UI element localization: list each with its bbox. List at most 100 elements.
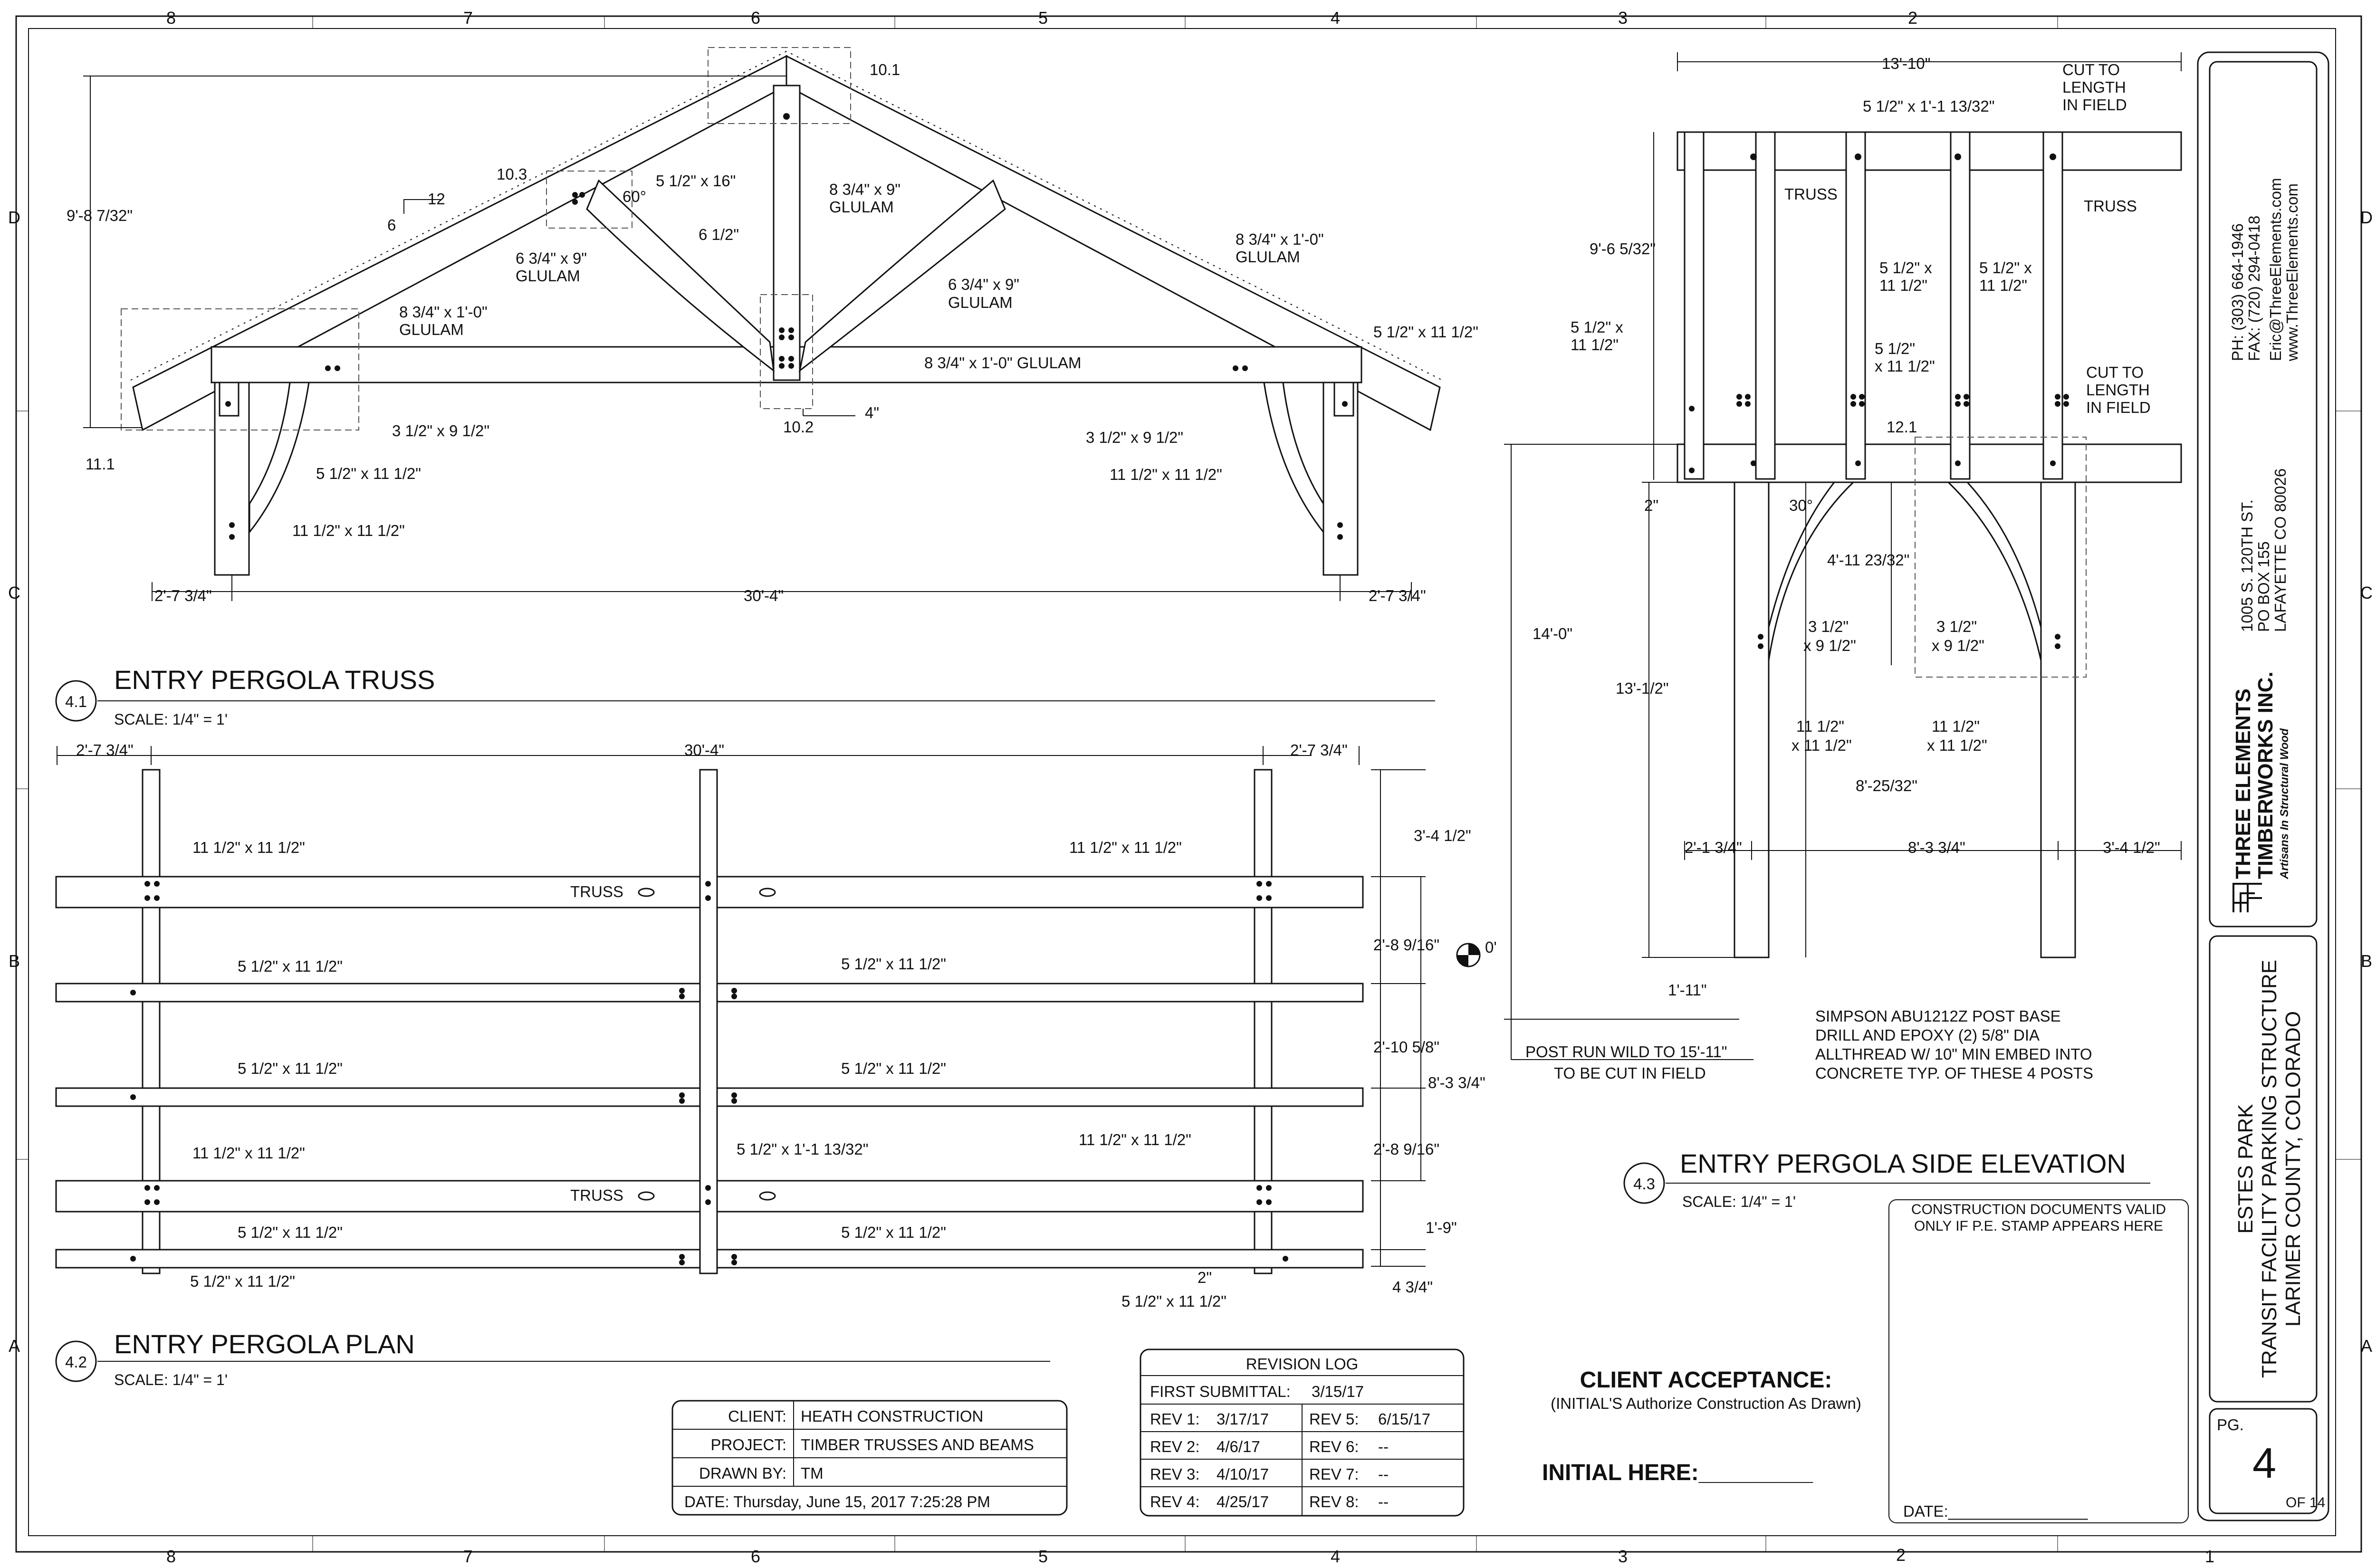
brace-left-b: 5 1/2" x 11 1/2" bbox=[316, 465, 421, 482]
tb-project-value: TIMBER TRUSSES AND BEAMS bbox=[801, 1436, 1034, 1453]
post-right-size: 5 1/2" x 11 1/2" bbox=[1373, 323, 1478, 341]
grid-right-c: C bbox=[2360, 583, 2373, 602]
side-member-3b: x 11 1/2" bbox=[1875, 357, 1935, 375]
web-left-glulam: GLULAM bbox=[516, 267, 580, 285]
plan-labels: 2'-7 3/4" 30'-4" 2'-7 3/4" 11 1/2" x 11 … bbox=[76, 741, 1485, 1310]
brace-right-a: 3 1/2" x 9 1/2" bbox=[1086, 429, 1183, 446]
side-post-size-b: 11 1/2" bbox=[1571, 336, 1619, 354]
company-phone: PH: (303) 664-1946 bbox=[2229, 223, 2246, 361]
rev5-value: 6/15/17 bbox=[1378, 1410, 1430, 1428]
plan-post-br: 11 1/2" x 11 1/2" bbox=[1079, 1131, 1191, 1148]
cut-top-1: CUT TO bbox=[2062, 61, 2120, 78]
pitch-run: 12 bbox=[428, 190, 445, 208]
company-web: www.ThreeElements.com bbox=[2283, 183, 2301, 362]
project-line-3: LARIMER COUNTY, COLORADO bbox=[2281, 1011, 2305, 1327]
side-post-3 bbox=[1845, 131, 1866, 480]
side-2in: 2" bbox=[1644, 497, 1658, 514]
title-block: CLIENT: HEATH CONSTRUCTION PROJECT: TIMB… bbox=[671, 1400, 1068, 1516]
plan-ridge-label: 5 1/2" x 1'-1 13/32" bbox=[737, 1140, 868, 1158]
rev5-label: REV 5: bbox=[1309, 1410, 1359, 1428]
grid-bottom-6: 6 bbox=[751, 1547, 760, 1566]
plan-beam-label-7: 5 1/2" x 11 1/2" bbox=[190, 1272, 295, 1290]
plan-dim-r3: 2'-10 5/8" bbox=[1373, 1038, 1439, 1056]
side-top-beam bbox=[1677, 131, 2182, 171]
tb-drawnby-value: TM bbox=[801, 1464, 824, 1482]
truss-post-right-cap bbox=[1333, 382, 1354, 417]
truss-web-right bbox=[798, 179, 1006, 373]
simpson-4: CONCRETE TYP. OF THESE 4 POSTS bbox=[1815, 1064, 2093, 1082]
side-column-right bbox=[2040, 481, 2076, 958]
datum-marker: 0' bbox=[1456, 938, 1497, 967]
side-dim-1: 2'-1 3/4" bbox=[1685, 839, 1742, 856]
callout-10-1: 10.1 bbox=[870, 61, 900, 78]
web-left-size: 6 3/4" x 9" bbox=[516, 249, 587, 267]
side-brace-1a: 3 1/2" bbox=[1808, 618, 1849, 635]
plan-ridge-beam bbox=[699, 769, 718, 1274]
grid-left-a: A bbox=[9, 1336, 20, 1356]
callout-11-1: 11.1 bbox=[86, 455, 115, 473]
company-name-2: TIMBERWORKS INC. bbox=[2254, 671, 2277, 879]
grid-labels: 8 7 6 5 4 3 2 8 7 6 5 4 3 2 1 D C B A D … bbox=[8, 8, 2373, 1566]
side-detail-box bbox=[1915, 437, 2087, 678]
side-brace-left bbox=[1768, 481, 1855, 661]
plan-dim-r1: 3'-4 1/2" bbox=[1414, 827, 1471, 844]
plan-dim-right: 2'-7 3/4" bbox=[1290, 741, 1348, 759]
side-post-4 bbox=[1950, 131, 1971, 480]
side-height-1: 9'-6 5/32" bbox=[1590, 240, 1656, 258]
side-brace-2b: x 9 1/2" bbox=[1932, 637, 1984, 654]
plan-truss-2: TRUSS bbox=[570, 1186, 623, 1204]
simpson-2: DRILL AND EPOXY (2) 5/8" DIA bbox=[1815, 1026, 2040, 1044]
post-run-2: TO BE CUT IN FIELD bbox=[1554, 1064, 1706, 1082]
truss-elevation bbox=[130, 50, 1443, 576]
side-height-13: 13'-1/2" bbox=[1616, 679, 1669, 697]
side-view-title: 4.3 ENTRY PERGOLA SIDE ELEVATION SCALE: … bbox=[1623, 1148, 2150, 1210]
side-height-8: 8'-25/32" bbox=[1856, 777, 1917, 794]
plan-bolts bbox=[130, 881, 1288, 1265]
page-label: PG. bbox=[2217, 1416, 2244, 1434]
angle-60: 60° bbox=[623, 188, 646, 205]
side-member-2b: 11 1/2" bbox=[1979, 277, 2027, 294]
king-post-size: 5 1/2" x 16" bbox=[656, 172, 736, 190]
dim-6-half: 6 1/2" bbox=[699, 226, 739, 243]
side-post-5 bbox=[2042, 131, 2063, 480]
callout-10-2: 10.2 bbox=[783, 418, 814, 436]
rev2-label: REV 2: bbox=[1150, 1438, 1200, 1455]
side-brace-right bbox=[1946, 481, 2042, 661]
brace-left-a: 3 1/2" x 9 1/2" bbox=[392, 422, 489, 440]
plan-dim-r6: 1'-9" bbox=[1426, 1219, 1457, 1236]
side-elevation bbox=[1677, 131, 2182, 958]
side-post-size-a: 5 1/2" x bbox=[1571, 318, 1623, 336]
side-post-2 bbox=[1755, 131, 1776, 480]
truss-bolts bbox=[225, 113, 1348, 540]
plan-dim-r7: 2" bbox=[1198, 1269, 1212, 1286]
plan-dim-r4: 8'-3 3/4" bbox=[1428, 1074, 1485, 1091]
right-sidebar bbox=[2197, 51, 2329, 1521]
dim-4in: 4" bbox=[865, 404, 879, 421]
acceptance-sub: (INITIAL'S Authorize Construction As Dra… bbox=[1551, 1395, 1861, 1412]
side-dim-2: 8'-3 3/4" bbox=[1908, 839, 1965, 856]
rev4-value: 4/25/17 bbox=[1217, 1493, 1269, 1511]
plan-dim-r2: 2'-8 9/16" bbox=[1373, 936, 1439, 954]
callout-12-1: 12.1 bbox=[1887, 418, 1917, 436]
side-view-number: 4.3 bbox=[1633, 1175, 1655, 1193]
plan-post-tr: 11 1/2" x 11 1/2" bbox=[1069, 839, 1182, 856]
grid-left-d: D bbox=[8, 208, 20, 227]
cut-top-2: LENGTH bbox=[2062, 78, 2126, 96]
side-column-2b: x 11 1/2" bbox=[1927, 736, 1987, 754]
initial-here: INITIAL HERE:_________ bbox=[1542, 1460, 1813, 1485]
plan-dim-left: 2'-7 3/4" bbox=[76, 741, 134, 759]
rev6-value: -- bbox=[1378, 1438, 1389, 1455]
rev6-label: REV 6: bbox=[1309, 1438, 1359, 1455]
cut-mid-1: CUT TO bbox=[2086, 363, 2144, 381]
cut-mid-3: IN FIELD bbox=[2086, 399, 2151, 416]
page-number-box: PG. 4 OF 14 bbox=[2217, 1416, 2325, 1511]
company-logo-icon bbox=[2232, 883, 2262, 912]
grid-top-2: 2 bbox=[1908, 8, 1917, 28]
side-width-dim: 13'-10" bbox=[1882, 55, 1930, 72]
grid-right-d: D bbox=[2360, 208, 2373, 227]
rev7-value: -- bbox=[1378, 1465, 1389, 1483]
company-addr-3: LAFAYETTE CO 80026 bbox=[2271, 468, 2289, 632]
side-column-1a: 11 1/2" bbox=[1796, 717, 1844, 735]
plan-beam-label-1: 5 1/2" x 11 1/2" bbox=[238, 957, 343, 975]
plan-truss-marks bbox=[638, 888, 776, 1201]
